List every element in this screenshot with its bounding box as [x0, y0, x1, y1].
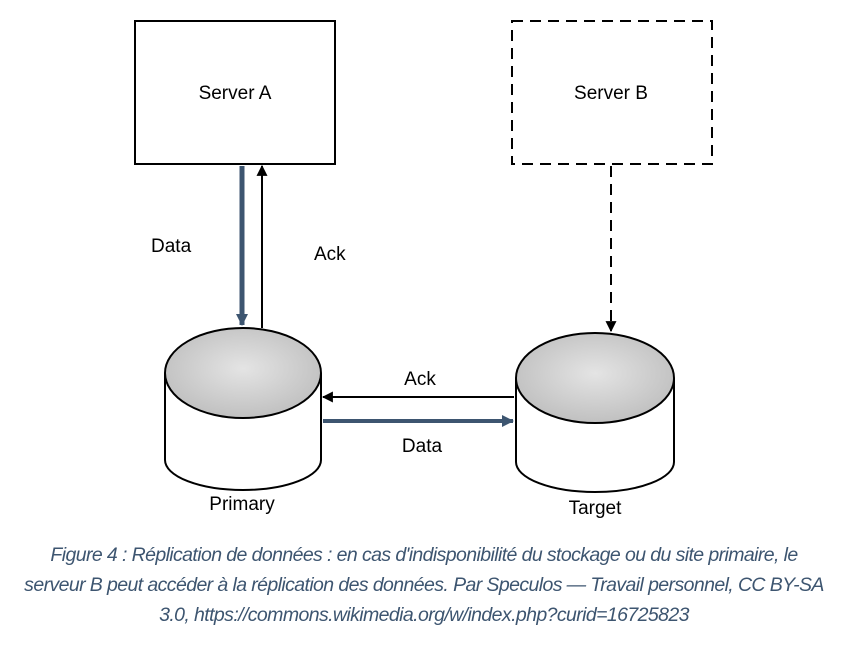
figure-caption: Figure 4 : Réplication de données : en c…: [20, 540, 828, 630]
data-label-a-to-primary: Data: [151, 236, 192, 257]
ack-label-target-to-primary: Ack: [404, 369, 436, 390]
server-b-box: [511, 20, 713, 165]
replication-diagram: Server A Server B Data Ack Primary Targe…: [134, 20, 713, 519]
data-label-primary-to-target: Data: [402, 436, 443, 457]
ack-label-primary-to-a: Ack: [314, 244, 346, 265]
caption-line-3: 3.0, https://commons.wikimedia.org/w/ind…: [159, 604, 689, 626]
caption-line-2: serveur B peut accéder à la réplication …: [24, 574, 824, 596]
primary-label: Primary: [209, 494, 275, 515]
caption-line-1: Figure 4 : Réplication de données : en c…: [50, 544, 798, 566]
target-storage-cylinder: [515, 332, 675, 493]
server-b-label: Server B: [574, 83, 648, 104]
target-label: Target: [569, 498, 623, 519]
server-a-box: [134, 20, 336, 165]
server-a-label: Server A: [199, 83, 272, 104]
primary-storage-cylinder: [164, 327, 322, 491]
